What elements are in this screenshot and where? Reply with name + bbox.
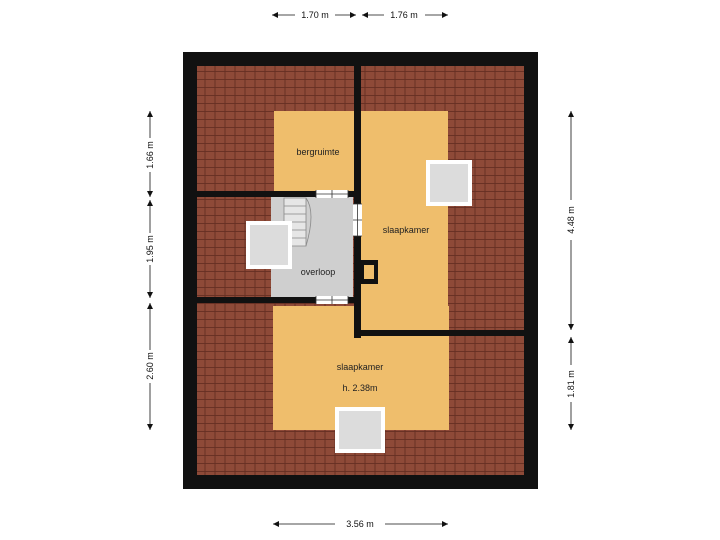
dimension-left-upper: 1.66 m	[145, 111, 155, 197]
interior-wall-lower	[197, 297, 361, 303]
chimney-inner	[364, 265, 374, 279]
dimension-bottom: 3.56 m	[273, 519, 448, 529]
interior-wall-vertical	[354, 66, 361, 338]
room-label-storage: bergruimte	[296, 147, 339, 157]
room-label-bedroom-right: slaapkamer	[383, 225, 430, 235]
door-bedroom-bottom	[315, 296, 349, 304]
dimension-bottom-label: 3.56 m	[346, 519, 374, 529]
room-label-landing: overloop	[301, 267, 336, 277]
dimension-left-middle-label: 1.95 m	[145, 235, 155, 263]
dimension-right-lower-label: 1.81 m	[566, 370, 576, 398]
interior-wall-right	[361, 330, 524, 336]
dimension-left-lower-label: 2.60 m	[145, 352, 155, 380]
dimension-left-middle: 1.95 m	[145, 200, 155, 298]
dimension-top-left-label: 1.70 m	[301, 10, 329, 20]
skylight-right	[426, 160, 472, 206]
room-label-bedroom-height: h. 2.38m	[342, 383, 377, 393]
dimension-top-right-label: 1.76 m	[390, 10, 418, 20]
dimension-left-upper-label: 1.66 m	[145, 141, 155, 169]
bedroom-right	[360, 111, 448, 329]
dimension-right-upper-label: 4.48 m	[566, 206, 576, 234]
skylight-bottom	[335, 407, 385, 453]
room-label-bedroom-bottom: slaapkamer	[337, 362, 384, 372]
storage-room	[274, 111, 354, 191]
door-bedroom-right	[353, 203, 362, 237]
dimension-right-upper: 4.48 m	[566, 111, 576, 330]
dimension-left-lower: 2.60 m	[145, 303, 155, 430]
door-storage	[315, 190, 349, 198]
dimension-right-lower: 1.81 m	[566, 337, 576, 430]
dimension-top-right: 1.76 m	[362, 10, 448, 20]
interior-wall-upper	[197, 191, 361, 197]
skylight-left	[246, 221, 292, 269]
dimension-top-left: 1.70 m	[272, 10, 356, 20]
